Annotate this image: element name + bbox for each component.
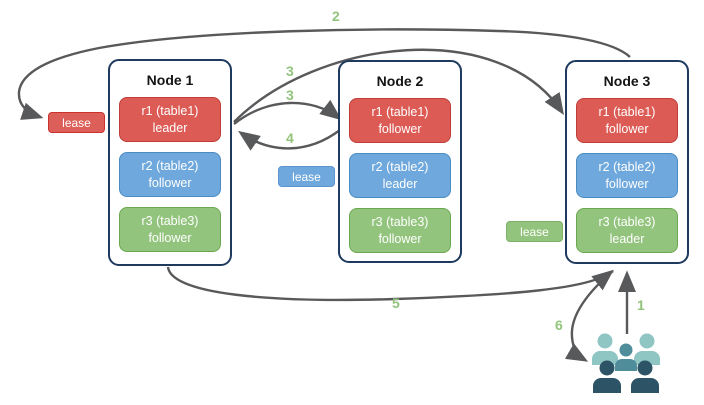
node-1-replica-r3: r3 (table3) follower	[119, 207, 221, 252]
arrow-step-4	[238, 129, 341, 151]
arrow-step-6	[564, 270, 614, 362]
replica-role: follower	[605, 176, 649, 191]
node-3: Node 3 r1 (table1) follower r2 (table2) …	[565, 60, 689, 264]
node-3-title: Node 3	[603, 73, 651, 89]
node-2-replica-r3: r3 (table3) follower	[349, 208, 451, 253]
replica-name: r2 (table2)	[141, 159, 199, 174]
arrow-step-5	[166, 266, 614, 302]
step-label-4: 4	[286, 130, 294, 146]
step-label-3b: 3	[286, 87, 294, 103]
step-label-5: 5	[392, 295, 400, 311]
replica-role: leader	[382, 176, 418, 191]
arrow-step-3-to-node2	[233, 99, 342, 125]
step-label-1: 1	[637, 297, 645, 313]
replica-name: r1 (table1)	[598, 105, 656, 120]
node-3-replica-r2: r2 (table2) follower	[576, 153, 678, 198]
node-3-replica-r3: r3 (table3) leader	[576, 208, 678, 253]
node-2: Node 2 r1 (table1) follower r2 (table2) …	[338, 60, 462, 263]
node-2-replica-r1: r1 (table1) follower	[349, 98, 451, 143]
lease-badge-blue: lease	[278, 166, 335, 187]
replica-name: r1 (table1)	[141, 104, 199, 119]
replica-name: r3 (table3)	[141, 214, 199, 229]
node-1-replica-r2: r2 (table2) follower	[119, 152, 221, 197]
node-1: Node 1 r1 (table1) leader r2 (table2) fo…	[108, 59, 232, 266]
replica-name: r1 (table1)	[371, 105, 429, 120]
replica-role: follower	[378, 231, 422, 246]
users-group-icon	[592, 333, 660, 393]
step-label-6: 6	[555, 317, 563, 333]
lease-badge-green: lease	[506, 221, 563, 242]
replica-name: r2 (table2)	[598, 160, 656, 175]
replica-role: follower	[378, 121, 422, 136]
replica-name: r3 (table3)	[371, 215, 429, 230]
replica-role: leader	[152, 120, 188, 135]
node-1-replica-r1: r1 (table1) leader	[119, 97, 221, 142]
users-middle-person	[615, 343, 637, 371]
step-label-3a: 3	[286, 63, 294, 79]
lease-badge-red: lease	[48, 112, 105, 133]
users-front-row	[593, 360, 659, 393]
node-2-replica-r2: r2 (table2) leader	[349, 153, 451, 198]
replica-role: follower	[148, 175, 192, 190]
users-back-row	[592, 333, 660, 365]
arrow-step-3-to-node3	[233, 48, 564, 123]
step-label-2: 2	[332, 8, 340, 24]
node-3-replica-r1: r1 (table1) follower	[576, 98, 678, 143]
replica-name: r3 (table3)	[598, 215, 656, 230]
arrow-step-2	[17, 28, 631, 120]
node-1-title: Node 1	[146, 72, 194, 88]
replica-name: r2 (table2)	[371, 160, 429, 175]
node-2-title: Node 2	[376, 73, 424, 89]
replica-role: follower	[148, 230, 192, 245]
replica-role: follower	[605, 121, 649, 136]
replica-role: leader	[609, 231, 645, 246]
